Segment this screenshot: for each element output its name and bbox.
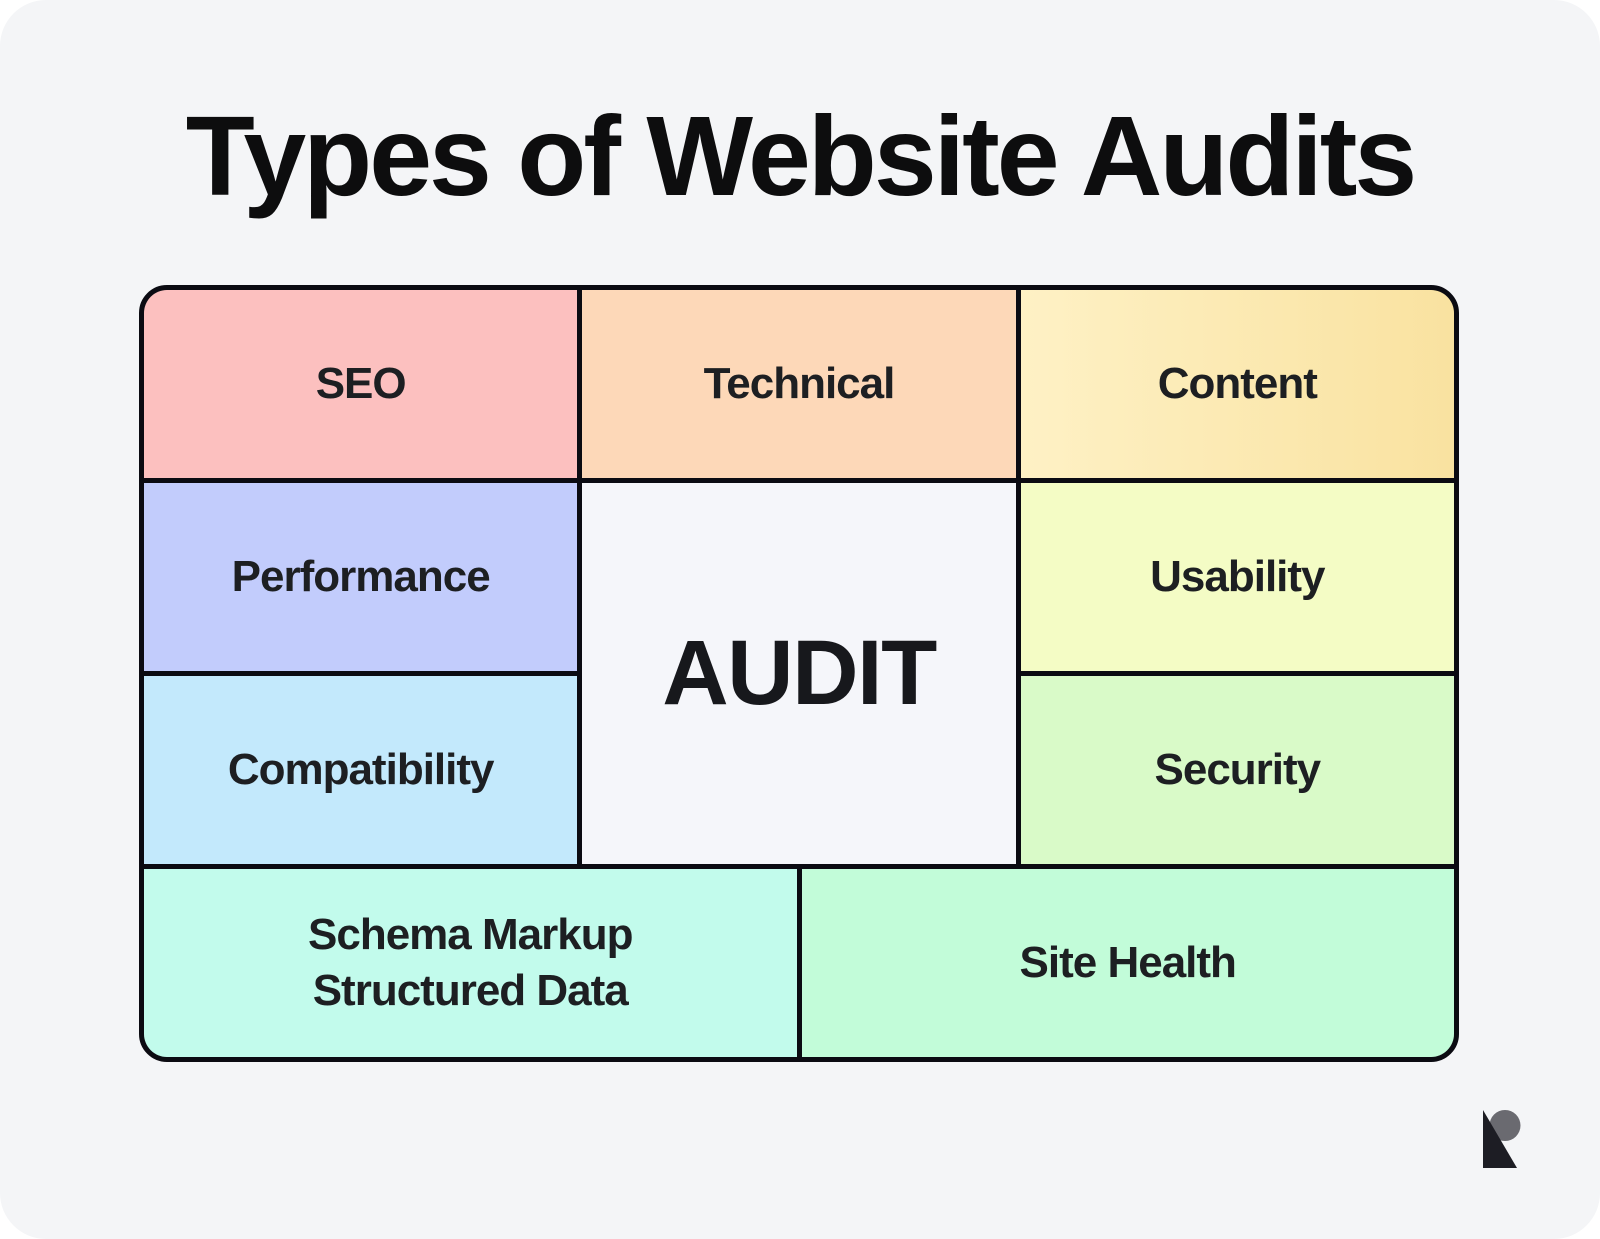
- cell-compatibility: Compatibility: [144, 676, 578, 864]
- cell-site-health-label: Site Health: [1019, 937, 1237, 987]
- cell-performance: Performance: [144, 483, 578, 671]
- r-logo-bowl: [1489, 1110, 1521, 1141]
- cell-compatibility-label: Compatibility: [227, 744, 495, 794]
- cell-performance-label: Performance: [231, 551, 491, 601]
- r-brand-logo: [1483, 1110, 1521, 1168]
- cell-content-label: Content: [1157, 358, 1318, 408]
- cell-schema-label-line2: Structured Data: [312, 966, 629, 1015]
- cell-audit-label: AUDIT: [662, 621, 937, 724]
- cell-seo: SEO: [144, 290, 578, 478]
- cell-technical: Technical: [582, 290, 1016, 478]
- cell-usability: Usability: [1020, 483, 1454, 671]
- cell-schema-label-line1: Schema Markup: [308, 909, 633, 959]
- r-logo-stem: [1483, 1110, 1517, 1168]
- cell-technical-label: Technical: [703, 358, 896, 408]
- cell-security: Security: [1020, 676, 1454, 864]
- cell-site-health: Site Health: [801, 869, 1454, 1057]
- cell-audit-center: AUDIT: [582, 483, 1016, 864]
- page-title: Types of Website Audits: [185, 93, 1418, 219]
- cell-content: Content: [1020, 290, 1454, 478]
- cell-usability-label: Usability: [1150, 551, 1325, 601]
- cell-security-label: Security: [1154, 744, 1322, 794]
- audit-types-table: SEO Technical Content Performance AUDIT …: [139, 285, 1459, 1062]
- cell-seo-label: SEO: [315, 358, 407, 408]
- cell-schema-markup: Schema Markup Structured Data: [144, 869, 797, 1057]
